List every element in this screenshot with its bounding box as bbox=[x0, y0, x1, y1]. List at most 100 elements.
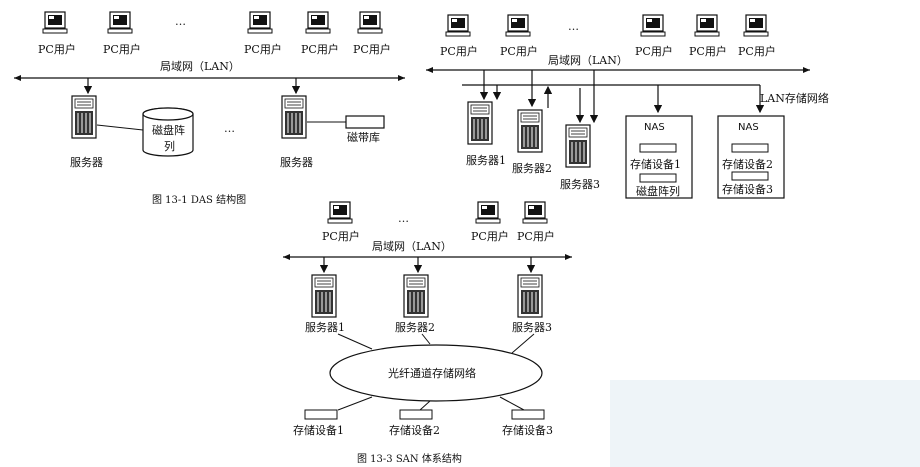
computer-icon bbox=[522, 201, 548, 224]
san-storage-label: 存储设备2 bbox=[389, 423, 440, 437]
san-pc-label: PC用户 bbox=[517, 229, 555, 243]
computer-icon bbox=[505, 14, 531, 37]
nas-pc-1: PC用户 bbox=[440, 14, 478, 58]
storage-device-icon bbox=[731, 143, 769, 153]
san-link bbox=[419, 400, 431, 411]
das-pc-label: PC用户 bbox=[103, 42, 141, 56]
nas-title: NAS bbox=[738, 122, 759, 133]
computer-icon bbox=[42, 11, 68, 34]
nas-pc-label: PC用户 bbox=[689, 44, 727, 58]
san-storage-label: 存储设备1 bbox=[293, 423, 344, 437]
nas-disk-array-label: 磁盘阵列 bbox=[636, 184, 680, 198]
das-ellipsis: … bbox=[175, 15, 186, 28]
san-pc-label: PC用户 bbox=[322, 229, 360, 243]
san-server-3: 服务器3 bbox=[512, 274, 552, 334]
nas-server-3: 服务器3 bbox=[560, 124, 600, 191]
das-pc-label: PC用户 bbox=[244, 42, 282, 56]
das-link bbox=[96, 124, 144, 131]
das-pc-5: PC用户 bbox=[353, 11, 391, 56]
das-pc-1: PC用户 bbox=[38, 11, 76, 56]
nas-pc-3: PC用户 bbox=[635, 14, 673, 58]
san-link bbox=[511, 333, 535, 354]
computer-icon bbox=[357, 11, 383, 34]
das-pc-2: PC用户 bbox=[103, 11, 141, 56]
nas-server-label: 服务器3 bbox=[560, 178, 600, 191]
das-caption: 图 13-1 DAS 结构图 bbox=[152, 193, 246, 206]
server-icon bbox=[403, 274, 429, 318]
das-lan-label: 局域网（LAN） bbox=[160, 60, 240, 73]
disk-array-label-1: 磁盘阵 bbox=[152, 123, 185, 137]
nas-storage-label: 存储设备1 bbox=[630, 157, 681, 171]
disk-array-label-2: 列 bbox=[164, 139, 175, 153]
san-server-1: 服务器1 bbox=[305, 274, 345, 334]
computer-icon bbox=[743, 14, 769, 37]
computer-icon bbox=[107, 11, 133, 34]
storage-device-icon bbox=[399, 409, 433, 420]
san-ellipsis: … bbox=[398, 212, 409, 225]
san-pc-1: PC用户 bbox=[322, 201, 360, 243]
fiber-network-label: 光纤通道存储网络 bbox=[388, 366, 476, 380]
nas-box-1: NAS 存储设备1 磁盘阵列 bbox=[625, 115, 693, 199]
das-pc-3: PC用户 bbox=[244, 11, 282, 56]
san-lan-label: 局域网（LAN） bbox=[372, 240, 452, 253]
nas-ellipsis: … bbox=[568, 20, 579, 33]
san-caption: 图 13-3 SAN 体系结构 bbox=[357, 452, 462, 465]
computer-icon bbox=[475, 201, 501, 224]
san-server-2: 服务器2 bbox=[395, 274, 435, 334]
san-pc-label: PC用户 bbox=[471, 229, 509, 243]
storage-device-icon bbox=[304, 409, 338, 420]
nas-storage-label: 存储设备3 bbox=[722, 182, 773, 196]
server-icon bbox=[517, 274, 543, 318]
san-link bbox=[421, 333, 431, 345]
nas-pc-label: PC用户 bbox=[500, 44, 538, 58]
das-server-1: 服务器 bbox=[70, 95, 103, 169]
das-pc-label: PC用户 bbox=[38, 42, 76, 56]
computer-icon bbox=[305, 11, 331, 34]
disk-array: 磁盘阵 列 bbox=[142, 107, 194, 157]
san-server-label: 服务器1 bbox=[305, 321, 345, 334]
nas-box-2: NAS 存储设备2 存储设备3 bbox=[717, 115, 785, 199]
san-storage-label: 存储设备3 bbox=[502, 423, 553, 437]
nas-pc-label: PC用户 bbox=[635, 44, 673, 58]
tape-library: 磁带库 bbox=[345, 115, 385, 144]
nas-server-label: 服务器1 bbox=[466, 154, 506, 167]
nas-title: NAS bbox=[644, 122, 665, 133]
storage-device-icon bbox=[731, 171, 769, 181]
das-ellipsis-2: … bbox=[224, 122, 235, 135]
das-pc-4: PC用户 bbox=[301, 11, 339, 56]
das-server-label: 服务器 bbox=[280, 156, 313, 169]
san-server-label: 服务器3 bbox=[512, 321, 552, 334]
server-icon bbox=[467, 101, 493, 145]
das-pc-label: PC用户 bbox=[301, 42, 339, 56]
server-icon bbox=[281, 95, 307, 139]
san-storage-3: 存储设备3 bbox=[502, 409, 553, 437]
computer-icon bbox=[327, 201, 353, 224]
nas-pc-label: PC用户 bbox=[738, 44, 776, 58]
computer-icon bbox=[445, 14, 471, 37]
server-icon bbox=[517, 109, 543, 153]
computer-icon bbox=[694, 14, 720, 37]
nas-server-2: 服务器2 bbox=[512, 109, 552, 175]
nas-lan-label: 局域网（LAN） bbox=[548, 54, 628, 67]
san-link bbox=[337, 396, 373, 411]
fiber-channel-network: 光纤通道存储网络 bbox=[329, 344, 543, 402]
das-panel: PC用户 PC用户 … PC用户 PC用户 PC用户 局域网（LAN） 服务器 bbox=[14, 11, 405, 206]
san-link bbox=[499, 396, 525, 411]
computer-icon bbox=[640, 14, 666, 37]
computer-icon bbox=[247, 11, 273, 34]
san-panel: PC用户 … PC用户 PC用户 局域网（LAN） 服务器1 服务器2 服务器3 bbox=[283, 201, 572, 465]
nas-pc-2: PC用户 bbox=[500, 14, 538, 58]
san-storage-1: 存储设备1 bbox=[293, 409, 344, 437]
server-icon bbox=[311, 274, 337, 318]
tape-library-label: 磁带库 bbox=[347, 131, 380, 144]
das-server-label: 服务器 bbox=[70, 156, 103, 169]
nas-server-1: 服务器1 bbox=[466, 101, 506, 167]
san-pc-3: PC用户 bbox=[517, 201, 555, 243]
nas-pc-4: PC用户 bbox=[689, 14, 727, 58]
nas-lan-storage-label: LAN存储网络 bbox=[760, 91, 829, 105]
nas-pc-5: PC用户 bbox=[738, 14, 776, 58]
san-link bbox=[337, 333, 373, 350]
nas-storage-label: 存储设备2 bbox=[722, 157, 773, 171]
tape-library-icon bbox=[345, 115, 385, 129]
